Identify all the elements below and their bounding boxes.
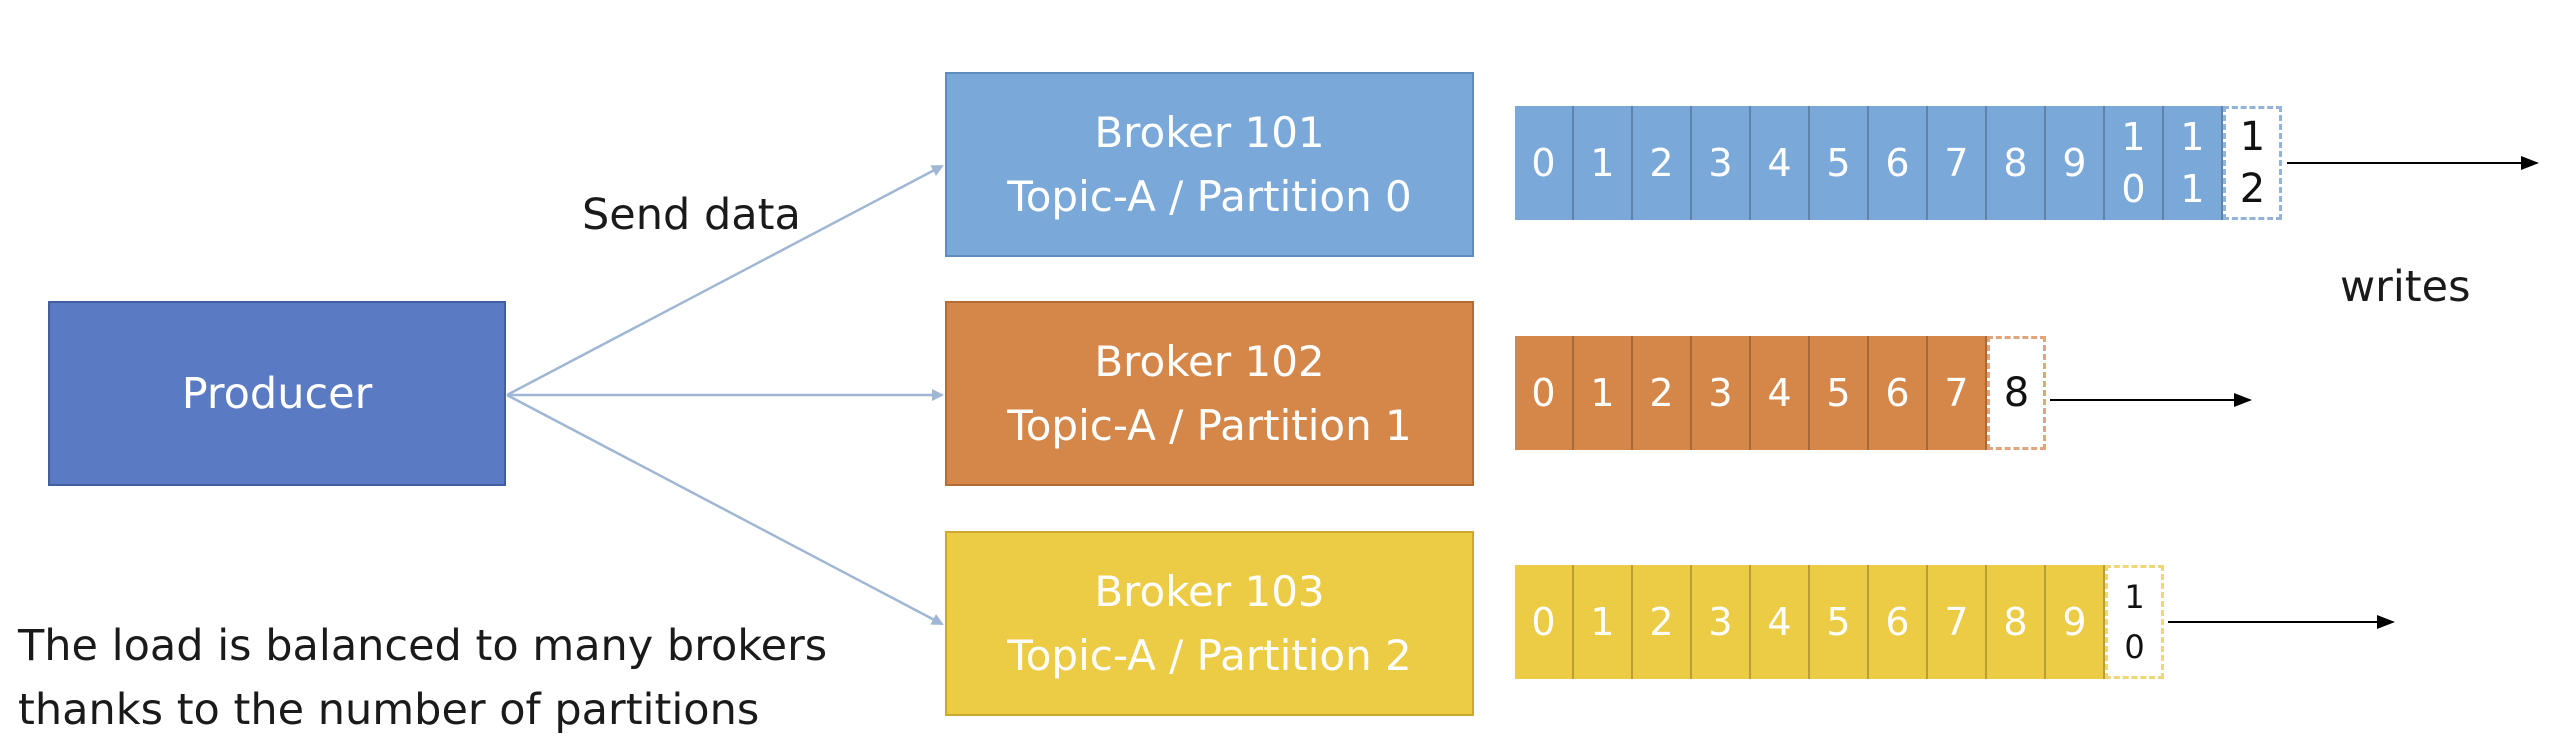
- offset-cell: 5: [1810, 336, 1869, 450]
- offset-digit: 0: [1531, 371, 1556, 415]
- producer-label: Producer: [181, 368, 373, 419]
- offset-cell: 3: [1692, 336, 1751, 450]
- offset-cell: 7: [1928, 336, 1987, 450]
- offset-cell: 3: [1692, 106, 1751, 220]
- producer-box: Producer: [48, 301, 506, 486]
- offset-cell: 3: [1692, 565, 1751, 679]
- offset-digit: 8: [2003, 370, 2030, 416]
- next-offset-cell: 8: [1987, 336, 2046, 450]
- offset-cell: 4: [1751, 565, 1810, 679]
- note-line-1: The load is balanced to many brokers: [18, 621, 828, 671]
- broker-name: Broker 103: [1094, 566, 1325, 616]
- offset-cell: 9: [2046, 106, 2105, 220]
- offset-digit: 5: [1826, 600, 1851, 644]
- broker-box-101: Broker 101 Topic-A / Partition 0: [945, 72, 1474, 257]
- offset-digit: 3: [1708, 371, 1733, 415]
- offset-digit: 6: [1885, 371, 1910, 415]
- broker-partition: Topic-A / Partition 2: [1007, 630, 1412, 680]
- offset-cell: 9: [2046, 565, 2105, 679]
- offset-cell: 5: [1810, 565, 1869, 679]
- offset-digit: 1: [2124, 578, 2145, 616]
- offset-digit: 0: [2121, 167, 2146, 211]
- offset-digit: 6: [1885, 141, 1910, 185]
- broker-box-103: Broker 103 Topic-A / Partition 2: [945, 531, 1474, 716]
- offset-digit: 0: [1531, 141, 1556, 185]
- load-balance-note: The load is balanced to many brokers tha…: [18, 614, 827, 742]
- broker-partition: Topic-A / Partition 0: [1007, 171, 1412, 221]
- offset-cell: 2: [1633, 565, 1692, 679]
- send-data-label: Send data: [582, 190, 801, 240]
- offset-digit: 2: [1649, 600, 1674, 644]
- offset-cell: 1: [1574, 565, 1633, 679]
- offset-digit: 0: [2124, 628, 2145, 666]
- offset-digit: 4: [1767, 600, 1792, 644]
- broker-name: Broker 102: [1094, 336, 1325, 386]
- broker-name: Broker 101: [1094, 107, 1325, 157]
- note-line-2: thanks to the number of partitions: [18, 685, 760, 735]
- offset-digit: 8: [2003, 600, 2028, 644]
- offset-cell: 7: [1928, 106, 1987, 220]
- offset-digit: 9: [2062, 141, 2087, 185]
- offset-cell: 4: [1751, 336, 1810, 450]
- offset-cell: 8: [1987, 565, 2046, 679]
- offset-digit: 7: [1944, 371, 1969, 415]
- offset-digit: 1: [1590, 141, 1615, 185]
- offset-digit: 7: [1944, 600, 1969, 644]
- writes-label: writes: [2340, 262, 2471, 312]
- offset-cell: 0: [1515, 106, 1574, 220]
- offset-digit: 1: [1590, 371, 1615, 415]
- offset-digit: 1: [2180, 115, 2205, 159]
- offset-cell: 7: [1928, 565, 1987, 679]
- broker-partition: Topic-A / Partition 1: [1007, 400, 1412, 450]
- offset-cell: 8: [1987, 106, 2046, 220]
- offset-cell: 2: [1633, 106, 1692, 220]
- offset-cell: 6: [1869, 106, 1928, 220]
- offset-digit: 1: [2121, 115, 2146, 159]
- offset-digit: 3: [1708, 141, 1733, 185]
- offset-digit: 4: [1767, 141, 1792, 185]
- offset-cell: 1: [1574, 106, 1633, 220]
- offset-cell: 4: [1751, 106, 1810, 220]
- offset-cell: 0: [1515, 336, 1574, 450]
- offset-digit: 1: [2239, 114, 2266, 160]
- offset-digit: 2: [2239, 166, 2266, 212]
- offset-digit: 5: [1826, 371, 1851, 415]
- offset-cell: 6: [1869, 565, 1928, 679]
- broker-box-102: Broker 102 Topic-A / Partition 1: [945, 301, 1474, 486]
- offset-digit: 5: [1826, 141, 1851, 185]
- offset-digit: 4: [1767, 371, 1792, 415]
- offset-digit: 3: [1708, 600, 1733, 644]
- offset-digit: 1: [2180, 167, 2205, 211]
- offset-digit: 9: [2062, 600, 2087, 644]
- offset-cell: 0: [1515, 565, 1574, 679]
- offset-digit: 6: [1885, 600, 1910, 644]
- offset-cell: 6: [1869, 336, 1928, 450]
- offset-digit: 7: [1944, 141, 1969, 185]
- offset-digit: 8: [2003, 141, 2028, 185]
- offset-cell: 2: [1633, 336, 1692, 450]
- offset-digit: 2: [1649, 141, 1674, 185]
- offset-cell: 1: [1574, 336, 1633, 450]
- offset-digit: 2: [1649, 371, 1674, 415]
- offset-digit: 0: [1531, 600, 1556, 644]
- send-arrow-partition-0: [506, 164, 944, 397]
- send-arrow-partition-2: [506, 393, 944, 626]
- offset-cell: 5: [1810, 106, 1869, 220]
- offset-digit: 1: [1590, 600, 1615, 644]
